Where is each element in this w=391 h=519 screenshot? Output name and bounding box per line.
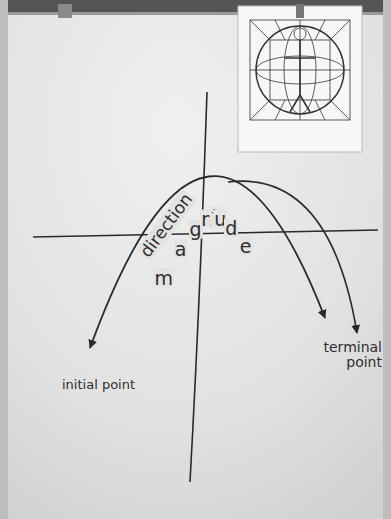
board-frame bbox=[383, 0, 391, 519]
vector-arc bbox=[90, 176, 325, 348]
y-axis bbox=[190, 92, 207, 482]
board-frame bbox=[0, 0, 8, 519]
poster bbox=[238, 4, 362, 152]
vector-arc bbox=[228, 181, 357, 333]
magnitude-letter: e bbox=[239, 237, 253, 256]
magnitude-letter: d bbox=[224, 218, 238, 237]
initial-point-label: initial point bbox=[62, 378, 135, 392]
terminal-point-label: terminal point bbox=[314, 340, 382, 371]
magnitude-letter: a bbox=[174, 239, 188, 258]
magnitude-letter: m bbox=[153, 268, 174, 287]
rail-clip bbox=[58, 4, 72, 18]
